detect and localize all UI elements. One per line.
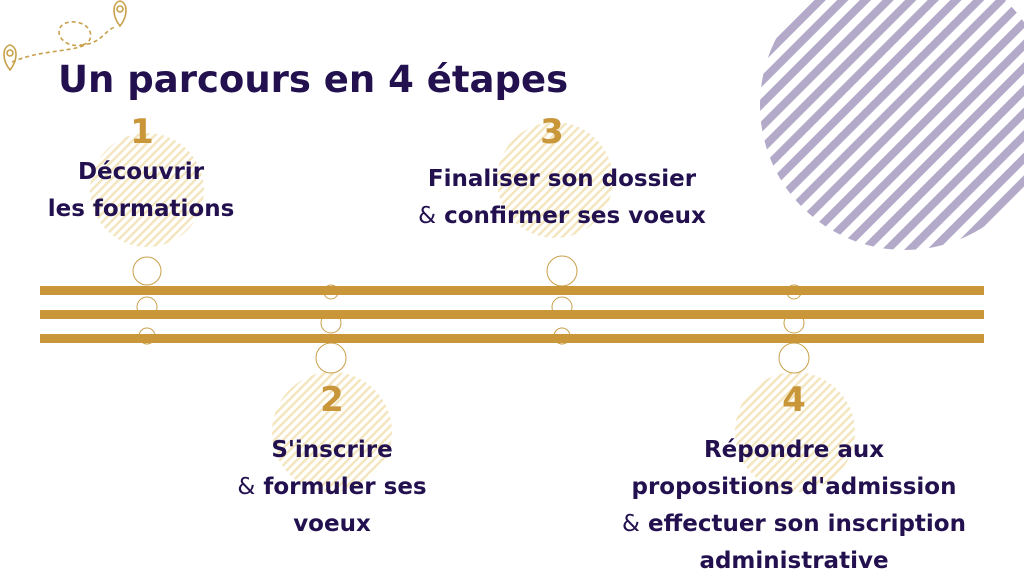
step-1-line: Découvrir xyxy=(77,159,205,185)
striped-decorative-circle xyxy=(760,0,1024,250)
step-4-label: Répondre aux propositions d'admission & … xyxy=(594,432,994,580)
step-2-line: & formuler ses xyxy=(182,469,482,506)
step-1-number: 1 xyxy=(130,112,154,152)
rail-middle xyxy=(40,310,984,319)
map-pin-icon xyxy=(3,44,17,72)
step-4-text: effectuer son inscription xyxy=(647,511,966,537)
rail-bottom xyxy=(40,334,984,343)
rail-top xyxy=(40,286,984,295)
step-1-highlight xyxy=(90,133,204,247)
step-2-line: S'inscrire xyxy=(271,437,393,463)
dashed-route-icon xyxy=(11,21,116,63)
step-4-highlight xyxy=(735,372,855,492)
step-4-line: propositions d'admission xyxy=(631,474,957,500)
step-2-text: formuler ses xyxy=(263,474,427,500)
step-3-text: confirmer ses voeux xyxy=(444,203,706,229)
ampersand: & xyxy=(418,203,437,229)
step-1-label: Découvrir les formations xyxy=(0,154,282,228)
step-3-label: Finaliser son dossier & confirmer ses vo… xyxy=(362,161,762,235)
step-3-highlight xyxy=(497,122,613,238)
step-1-line: les formations xyxy=(47,196,235,222)
step-4-line: & effectuer son inscription xyxy=(594,506,994,543)
ampersand: & xyxy=(622,511,640,537)
ampersand: & xyxy=(237,474,256,500)
step-2-number: 2 xyxy=(320,380,344,420)
route-icon xyxy=(3,0,127,72)
map-pin-icon xyxy=(113,0,127,28)
page-title: Un parcours en 4 étapes xyxy=(58,58,569,101)
step-4-number: 4 xyxy=(782,380,806,420)
step-2-label: S'inscrire & formuler ses voeux xyxy=(182,432,482,543)
step-4-line: Répondre aux xyxy=(703,437,885,463)
step-2-highlight xyxy=(272,372,392,492)
step-3-number: 3 xyxy=(540,112,564,152)
step-4-line: administrative xyxy=(699,548,889,574)
step-3-line: & confirmer ses voeux xyxy=(362,198,762,235)
timeline-rails xyxy=(40,286,984,343)
step-3-line: Finaliser son dossier xyxy=(427,166,697,192)
step-2-line: voeux xyxy=(293,511,371,537)
